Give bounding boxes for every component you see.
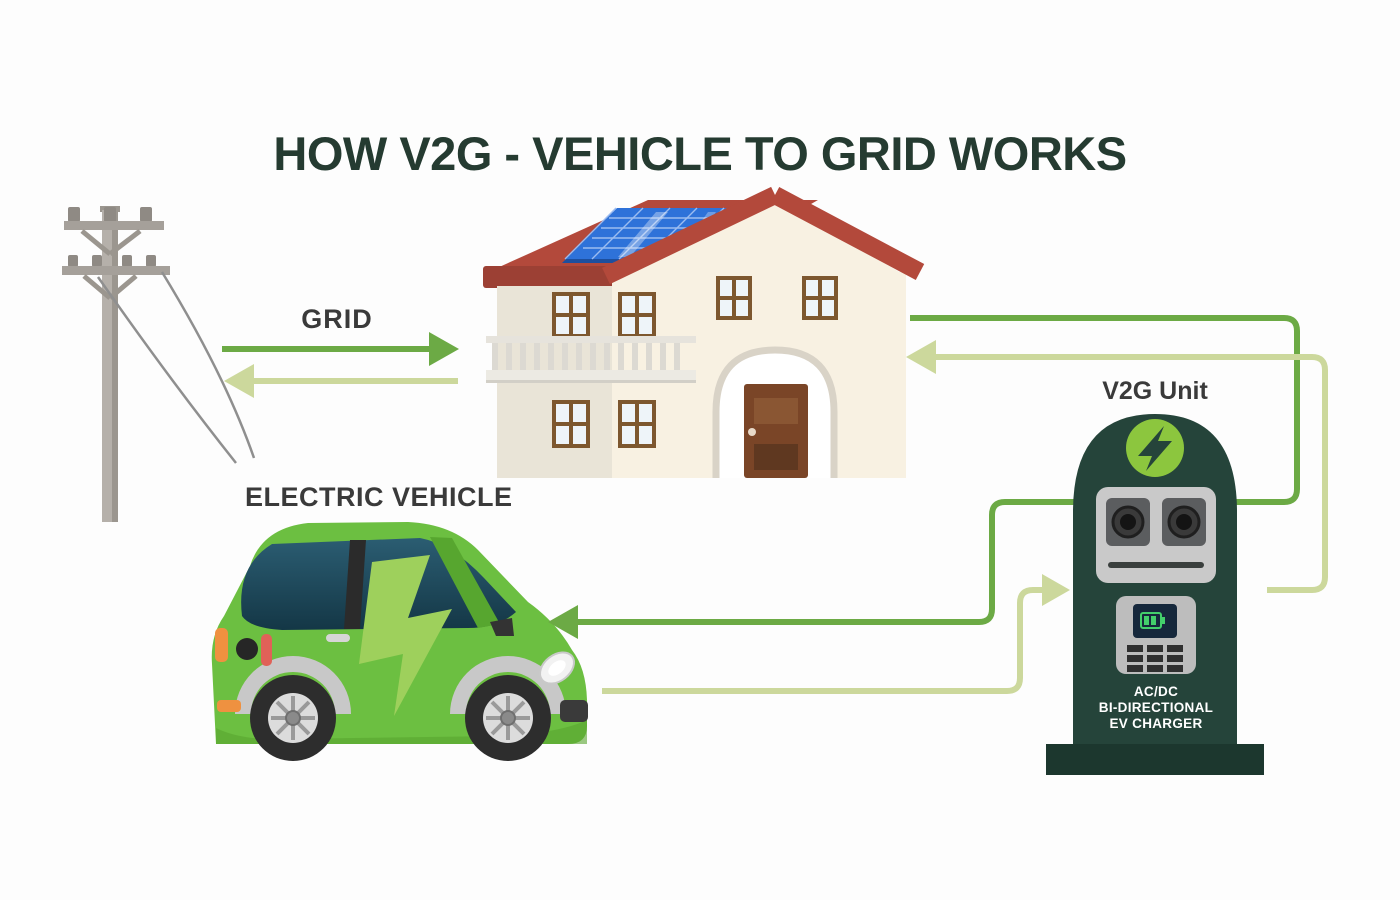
crossarm-brace bbox=[80, 229, 142, 256]
page-title: HOW V2G - VEHICLE TO GRID WORKS bbox=[273, 127, 1127, 180]
front-door bbox=[712, 346, 838, 478]
side-mirror bbox=[490, 618, 514, 636]
grid-label: GRID bbox=[301, 304, 373, 334]
flow-car-to-charger bbox=[602, 574, 1070, 694]
crossarm-top bbox=[64, 221, 164, 230]
v2g-charger bbox=[1046, 414, 1264, 775]
insulator bbox=[104, 207, 116, 222]
lightning-bolt-icon bbox=[1126, 419, 1184, 477]
arrow-house-to-grid bbox=[224, 364, 458, 398]
insulator bbox=[68, 207, 80, 222]
window bbox=[802, 276, 838, 320]
insulator bbox=[92, 255, 102, 267]
cable-slot bbox=[1108, 562, 1204, 568]
window bbox=[552, 400, 590, 448]
window bbox=[716, 276, 752, 320]
lightning-bolt-icon bbox=[359, 555, 452, 716]
grid-flow-arrows bbox=[222, 332, 459, 398]
electric-vehicle-label: ELECTRIC VEHICLE bbox=[245, 482, 513, 512]
tail-light bbox=[215, 628, 228, 662]
charger-caption: AC/DC BI-DIRECTIONAL EV CHARGER bbox=[1066, 684, 1246, 732]
arrowhead-left bbox=[224, 364, 254, 398]
insulator bbox=[68, 255, 78, 267]
arrow-grid-to-house bbox=[222, 332, 459, 366]
insulator bbox=[140, 207, 152, 222]
door-handle bbox=[326, 634, 350, 642]
headlight bbox=[539, 651, 575, 685]
front-wheel bbox=[465, 675, 551, 761]
charger-base bbox=[1046, 744, 1264, 775]
battery-icon bbox=[1140, 612, 1165, 629]
front-bumper bbox=[560, 700, 588, 722]
charger-caption-line1: AC/DC bbox=[1133, 684, 1179, 699]
arrowhead-left bbox=[906, 340, 936, 374]
charger-caption-line2: BI-DIRECTIONAL bbox=[1098, 700, 1214, 715]
charger-caption-line3: EV CHARGER bbox=[1109, 716, 1203, 731]
insulator bbox=[146, 255, 156, 267]
wheel-arch bbox=[450, 656, 566, 714]
car-b-pillar bbox=[344, 540, 366, 629]
arrowhead-right bbox=[429, 332, 459, 366]
flow-charger-to-house bbox=[906, 340, 1328, 593]
keypad-panel bbox=[1116, 596, 1196, 674]
v2g-unit-label: V2G Unit bbox=[1102, 377, 1208, 405]
charging-sockets-panel bbox=[1096, 487, 1216, 583]
rear-wheel bbox=[250, 675, 336, 761]
utility-pole bbox=[62, 206, 256, 522]
crossarm-brace bbox=[82, 274, 138, 300]
charge-port bbox=[236, 638, 258, 660]
rear-reflector bbox=[217, 700, 241, 712]
gable-roof bbox=[602, 186, 925, 285]
electric-car bbox=[211, 522, 588, 761]
gable-wall bbox=[614, 198, 906, 276]
window bbox=[618, 400, 656, 448]
wheel-arch bbox=[235, 656, 351, 714]
window bbox=[618, 292, 656, 338]
door-knob bbox=[748, 428, 756, 436]
keypad-buttons bbox=[1127, 645, 1183, 672]
insulator bbox=[122, 255, 132, 267]
arrowhead-left bbox=[548, 605, 578, 639]
crossarm-bottom bbox=[62, 266, 170, 275]
tail-light-red bbox=[261, 634, 272, 666]
car-a-pillar bbox=[430, 537, 500, 628]
arrowhead-right bbox=[1042, 574, 1070, 606]
power-lines bbox=[96, 271, 256, 464]
house bbox=[483, 186, 925, 478]
balcony bbox=[486, 336, 696, 383]
window bbox=[552, 292, 590, 338]
